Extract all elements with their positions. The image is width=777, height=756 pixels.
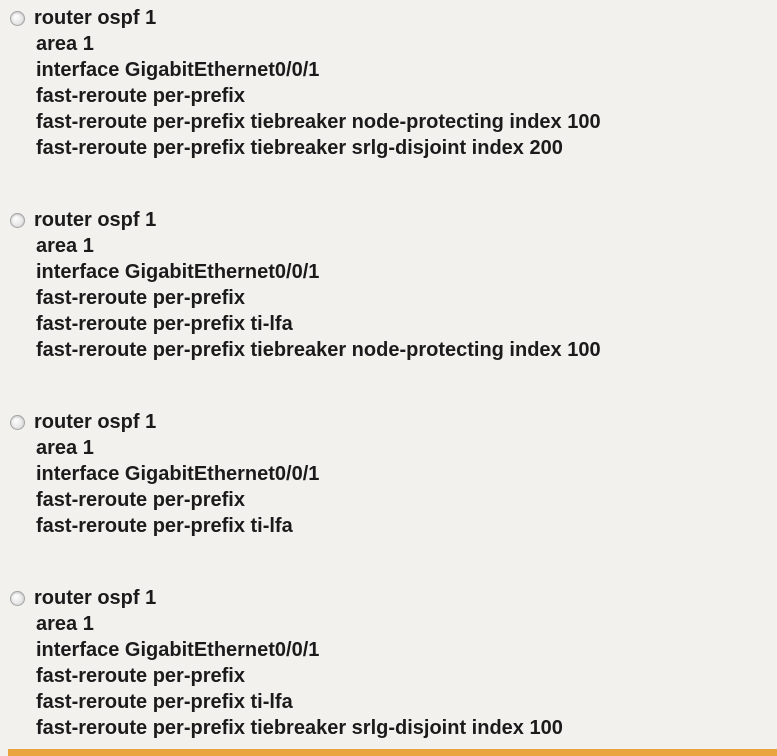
answer-option-2[interactable]: router ospf 1 area 1 interface GigabitEthe… (10, 207, 777, 363)
answer-option-4[interactable]: router ospf 1 area 1 interface GigabitEthe… (10, 585, 777, 741)
config-line: area 1 (36, 33, 94, 55)
option-first-row: router ospf 1 (10, 585, 777, 611)
option-first-row: router ospf 1 (10, 5, 777, 31)
config-line: fast-reroute per-prefix (36, 489, 245, 511)
answer-option-1[interactable]: router ospf 1 area 1 interface GigabitEthe… (10, 5, 777, 161)
config-line: router ospf 1 (34, 209, 157, 231)
answer-options-list: router ospf 1 area 1 interface GigabitEthe… (10, 5, 777, 741)
config-line: fast-reroute per-prefix tiebreaker srlg-… (36, 137, 563, 159)
config-line: router ospf 1 (34, 411, 157, 433)
config-line: interface GigabitEthernet0/0/1 (36, 463, 320, 485)
config-line: interface GigabitEthernet0/0/1 (36, 59, 320, 81)
config-line: fast-reroute per-prefix tiebreaker node-… (36, 339, 601, 361)
option-first-row: router ospf 1 (10, 207, 777, 233)
config-line: area 1 (36, 613, 94, 635)
answer-option-3[interactable]: router ospf 1 area 1 interface GigabitEthe… (10, 409, 777, 539)
config-line: fast-reroute per-prefix (36, 85, 245, 107)
config-line: router ospf 1 (34, 7, 157, 29)
radio-button[interactable] (10, 212, 25, 228)
config-line: fast-reroute per-prefix ti-lfa (36, 313, 293, 335)
config-line: fast-reroute per-prefix ti-lfa (36, 515, 293, 537)
config-line: fast-reroute per-prefix (36, 665, 245, 687)
config-line: interface GigabitEthernet0/0/1 (36, 261, 320, 283)
radio-button[interactable] (10, 10, 25, 26)
radio-button[interactable] (10, 414, 25, 430)
config-line: fast-reroute per-prefix (36, 287, 245, 309)
config-line: interface GigabitEthernet0/0/1 (36, 639, 320, 661)
bottom-accent-bar (8, 749, 777, 756)
config-line: fast-reroute per-prefix ti-lfa (36, 691, 293, 713)
radio-button[interactable] (10, 590, 25, 606)
config-line: area 1 (36, 235, 94, 257)
option-first-row: router ospf 1 (10, 409, 777, 435)
config-line: fast-reroute per-prefix tiebreaker node-… (36, 111, 601, 133)
config-line: fast-reroute per-prefix tiebreaker srlg-… (36, 717, 563, 739)
config-line: router ospf 1 (34, 587, 157, 609)
config-line: area 1 (36, 437, 94, 459)
